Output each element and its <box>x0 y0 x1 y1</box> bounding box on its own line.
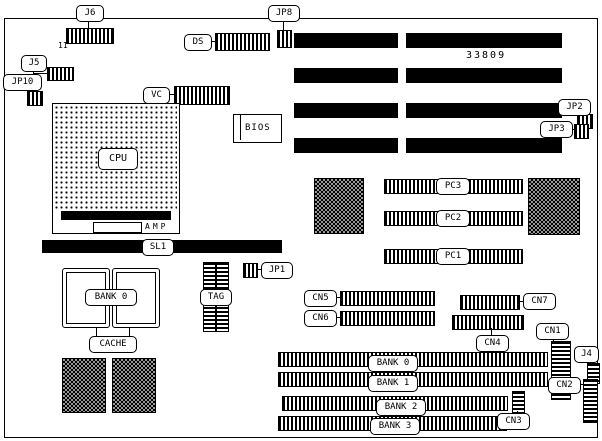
jp8-label: JP8 <box>268 5 300 22</box>
cpu-lever-bar <box>61 211 171 220</box>
bank1-label: BANK 1 <box>368 375 418 392</box>
cn7-leader-line <box>518 301 523 302</box>
jp3-connector <box>574 124 589 139</box>
j5-leader-line-v <box>33 70 34 74</box>
board-number: 33809 <box>466 50 507 61</box>
cn3-leader-line <box>517 411 518 414</box>
cache-bank0-label: BANK 0 <box>85 289 137 306</box>
jp1-leader-line <box>256 269 261 270</box>
jp8-connector <box>277 30 292 48</box>
tag-label: TAG <box>200 289 232 306</box>
cn2-label: CN2 <box>548 377 581 394</box>
isa-slot-1-right <box>406 33 562 48</box>
j6-connector <box>66 28 114 44</box>
jp1-connector <box>243 263 258 278</box>
cn6-leader-line <box>335 317 340 318</box>
j6-pin1-label: 11 <box>58 41 68 50</box>
isa-slot-3-right <box>406 103 562 118</box>
qfp-chip-right <box>528 178 580 235</box>
cn5-leader-line <box>335 297 340 298</box>
cn3-connector <box>512 391 525 414</box>
board-outline <box>4 18 598 438</box>
ds-label: DS <box>184 34 212 51</box>
bios-chip: BIOS <box>233 114 282 143</box>
cn4-connector <box>452 315 524 330</box>
cpu-socket-notch <box>93 222 142 233</box>
bios-pin1-mark <box>240 115 241 140</box>
cn3-label: CN3 <box>497 413 530 430</box>
cn2-leader-line <box>579 384 583 385</box>
cn6-label: CN6 <box>304 310 337 327</box>
vc-label: VC <box>143 87 170 104</box>
pc1-label: PC1 <box>436 248 470 265</box>
cn7-connector <box>460 295 520 310</box>
jp2-label: JP2 <box>558 99 591 116</box>
cache-chip-left <box>62 358 106 413</box>
isa-slot-4-left <box>294 138 398 153</box>
vc-connector <box>174 86 230 105</box>
bank3-label: BANK 3 <box>370 418 420 435</box>
cn4-leader-line <box>491 328 492 335</box>
isa-slot-3-left <box>294 103 398 118</box>
cpu-label: CPU <box>98 148 138 170</box>
j4-label: J4 <box>574 346 599 363</box>
ds-connector <box>215 33 270 51</box>
cn5-label: CN5 <box>304 290 337 307</box>
cn7-label: CN7 <box>523 293 556 310</box>
pc3-label: PC3 <box>436 178 470 195</box>
jp10-connector <box>27 91 43 106</box>
j5-connector <box>47 67 74 81</box>
bank2-label: BANK 2 <box>376 399 426 416</box>
cn2-connector <box>583 379 598 423</box>
j6-leader-line <box>88 20 89 28</box>
bios-chip-label: BIOS <box>245 123 271 133</box>
j5-leader-line-h <box>33 73 47 74</box>
ds-leader-line <box>210 41 215 42</box>
qfp-chip-left <box>314 178 364 234</box>
cn4-label: CN4 <box>476 335 509 352</box>
isa-slot-2-left <box>294 68 398 83</box>
jp10-label: JP10 <box>3 74 42 91</box>
jp3-label: JP3 <box>540 121 573 138</box>
jp8-leader-line <box>283 20 284 30</box>
cn6-connector <box>340 311 435 326</box>
jp1-label: JP1 <box>261 262 293 279</box>
j5-label: J5 <box>21 55 47 72</box>
cn1-label: CN1 <box>536 323 569 340</box>
cache-leader-line-right <box>129 327 130 336</box>
cn5-connector <box>340 291 435 306</box>
isa-slot-4-right <box>406 138 562 153</box>
bank0-label: BANK 0 <box>368 355 418 372</box>
j6-label: J6 <box>76 5 104 22</box>
cache-label: CACHE <box>89 336 137 353</box>
cache-leader-line-left <box>96 327 97 336</box>
pc2-label: PC2 <box>436 210 470 227</box>
vc-leader-line <box>168 94 174 95</box>
sl1-label: SL1 <box>142 239 174 256</box>
amp-brand-label: AMP <box>143 222 171 231</box>
isa-slot-1-left <box>294 33 398 48</box>
cache-chip-right <box>112 358 156 413</box>
isa-slot-2-right <box>406 68 562 83</box>
